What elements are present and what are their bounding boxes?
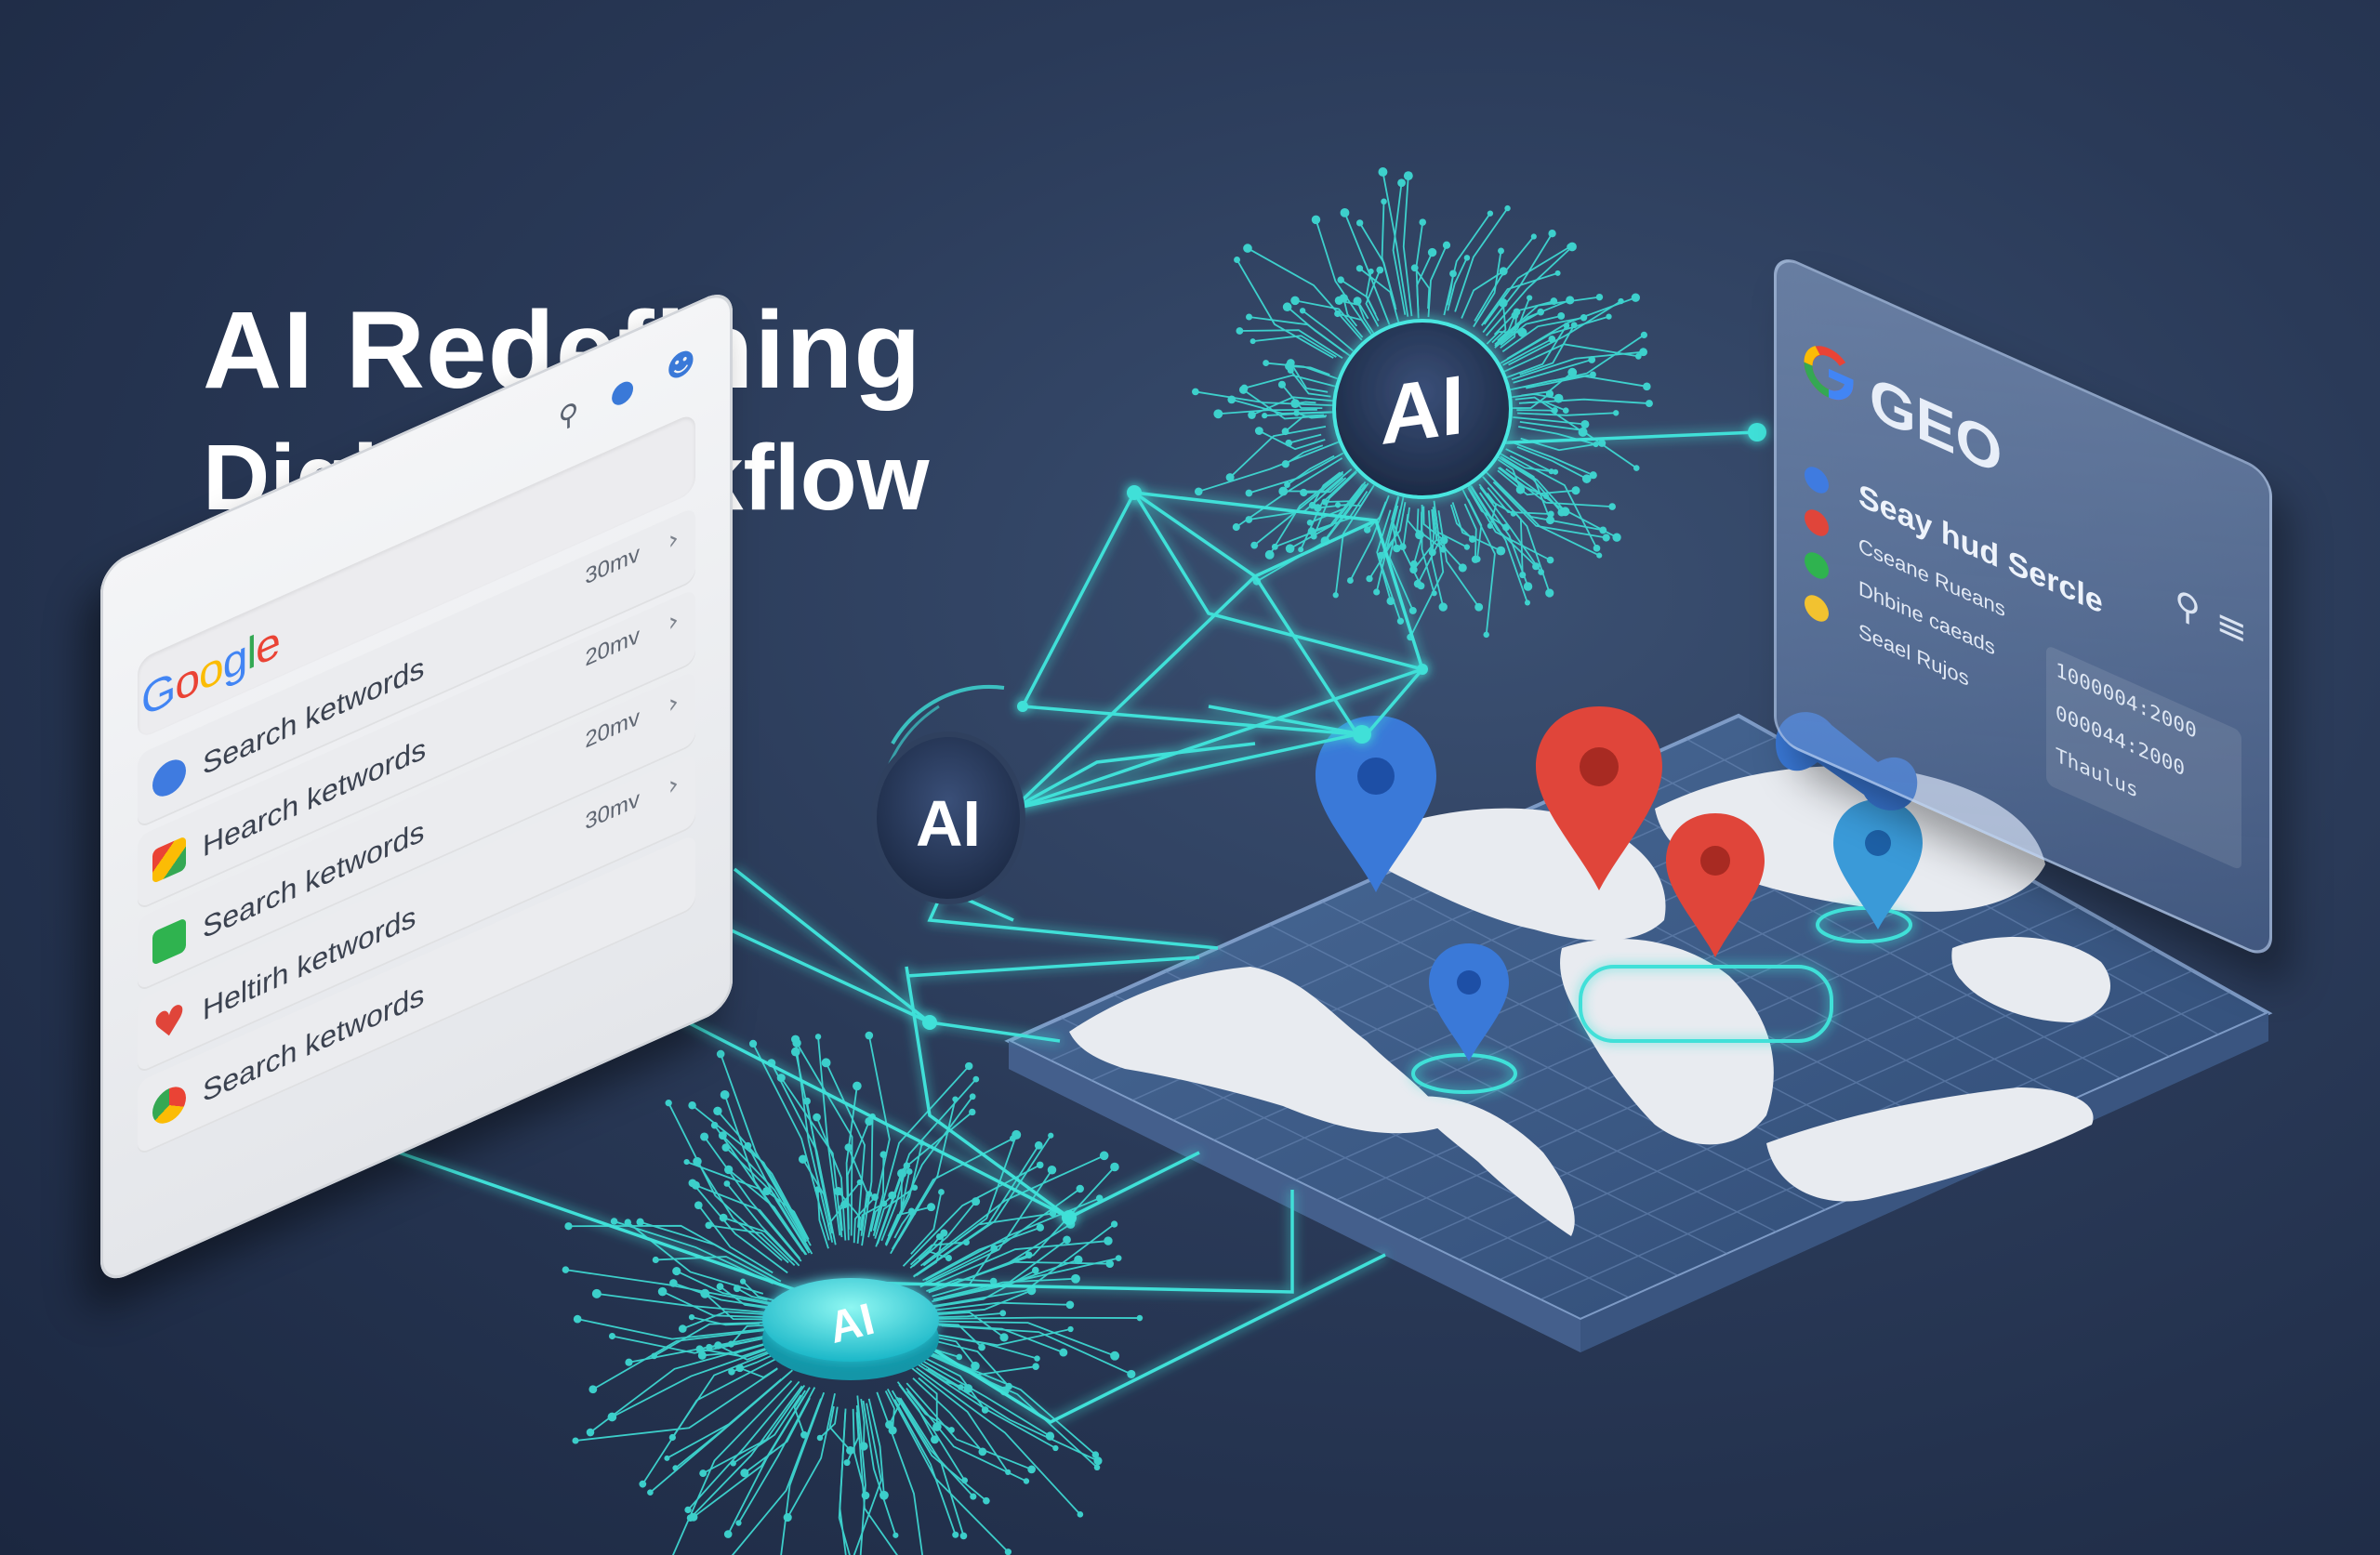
circuit-burst-top xyxy=(1192,167,1653,641)
keyword-volume: 30mv xyxy=(585,785,640,836)
map-pin-blue xyxy=(1833,799,1923,929)
map-pin-red xyxy=(1666,813,1765,957)
green-dot-icon xyxy=(1805,547,1829,584)
map-pin-red xyxy=(1536,706,1662,890)
ai-badge-bottom: AI xyxy=(762,1278,939,1380)
blue-dot-icon xyxy=(1805,462,1829,498)
map-pin-blue xyxy=(1316,716,1436,892)
geo-panel: GEO ⚲ ≡ Seay hud Sercle Cseane Rueans Dh… xyxy=(1774,251,2272,962)
keyword-volume: 30mv xyxy=(585,540,640,590)
person-icon xyxy=(152,754,186,803)
google-multicolor-icon xyxy=(152,836,186,885)
ai-badge-middle-label: AI xyxy=(916,787,981,860)
chevron-right-icon[interactable]: › xyxy=(668,603,679,639)
green-square-icon xyxy=(152,917,186,967)
chevron-right-icon[interactable]: › xyxy=(668,685,679,721)
google-g-icon xyxy=(1804,346,1854,401)
ai-badge-top-label: AI xyxy=(1381,358,1464,463)
yellow-dot-icon xyxy=(1805,590,1829,626)
red-dot-icon xyxy=(1805,505,1829,541)
ai-badge-top: AI xyxy=(1332,319,1513,499)
chevron-right-icon[interactable]: › xyxy=(668,521,679,558)
search-icon[interactable]: ⚲ xyxy=(2175,580,2201,634)
keyword-volume: 20mv xyxy=(585,704,640,754)
menu-icon[interactable]: ≡ xyxy=(2215,599,2247,656)
chevron-right-icon[interactable]: › xyxy=(668,767,679,803)
keyword-volume: 20mv xyxy=(585,622,640,672)
geo-status-dots xyxy=(1805,462,1829,645)
user-icon[interactable]: ☻ xyxy=(666,343,695,389)
mic-icon[interactable]: ● xyxy=(610,370,635,414)
heart-icon: ♥ xyxy=(152,995,186,1053)
geo-title: GEO xyxy=(1870,362,2003,489)
search-icon[interactable]: ⚲ xyxy=(558,394,579,437)
circuit-burst-bottom xyxy=(562,1031,1144,1555)
world-map xyxy=(1004,713,2273,1352)
map-pin-blue xyxy=(1429,943,1509,1061)
ai-badge-middle: AI xyxy=(871,685,1025,904)
chrome-icon xyxy=(152,1081,186,1130)
